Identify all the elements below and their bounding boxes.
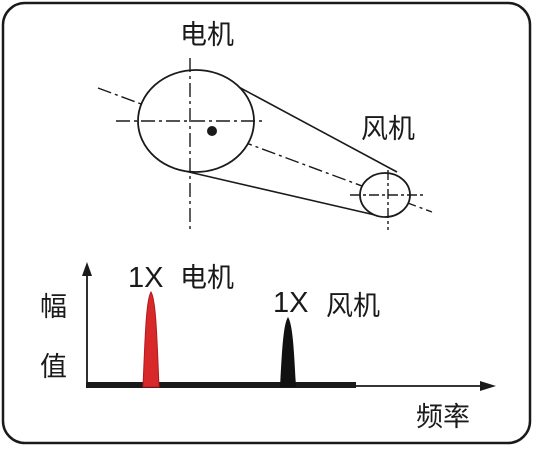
motor-peak-name-label: 电机 — [180, 263, 234, 294]
x-axis-arrowhead — [480, 381, 496, 391]
motor-1x-peak — [142, 291, 160, 388]
y-axis-label-amplitude-2: 值 — [40, 352, 67, 383]
motor-unbalance-dot — [207, 126, 217, 136]
belt-lower-strand — [175, 168, 376, 216]
x-axis-label-frequency: 频率 — [416, 402, 470, 433]
belt-upper-strand — [221, 77, 398, 173]
fan-peak-order-label: 1X — [273, 287, 309, 319]
spectrum-baseline — [86, 382, 356, 388]
outer-border — [1, 1, 532, 445]
fan-1x-peak — [280, 317, 296, 387]
fan-peak-name-label: 风机 — [326, 291, 380, 322]
spectrum-plot — [82, 262, 496, 391]
motor-label: 电机 — [180, 20, 234, 51]
y-axis-label-amplitude-1: 幅 — [40, 292, 67, 323]
fan-label: 风机 — [361, 114, 415, 145]
motor-peak-order-label: 1X — [128, 262, 164, 294]
y-axis-arrowhead — [82, 262, 92, 276]
belt-drive-sketch — [97, 58, 433, 232]
